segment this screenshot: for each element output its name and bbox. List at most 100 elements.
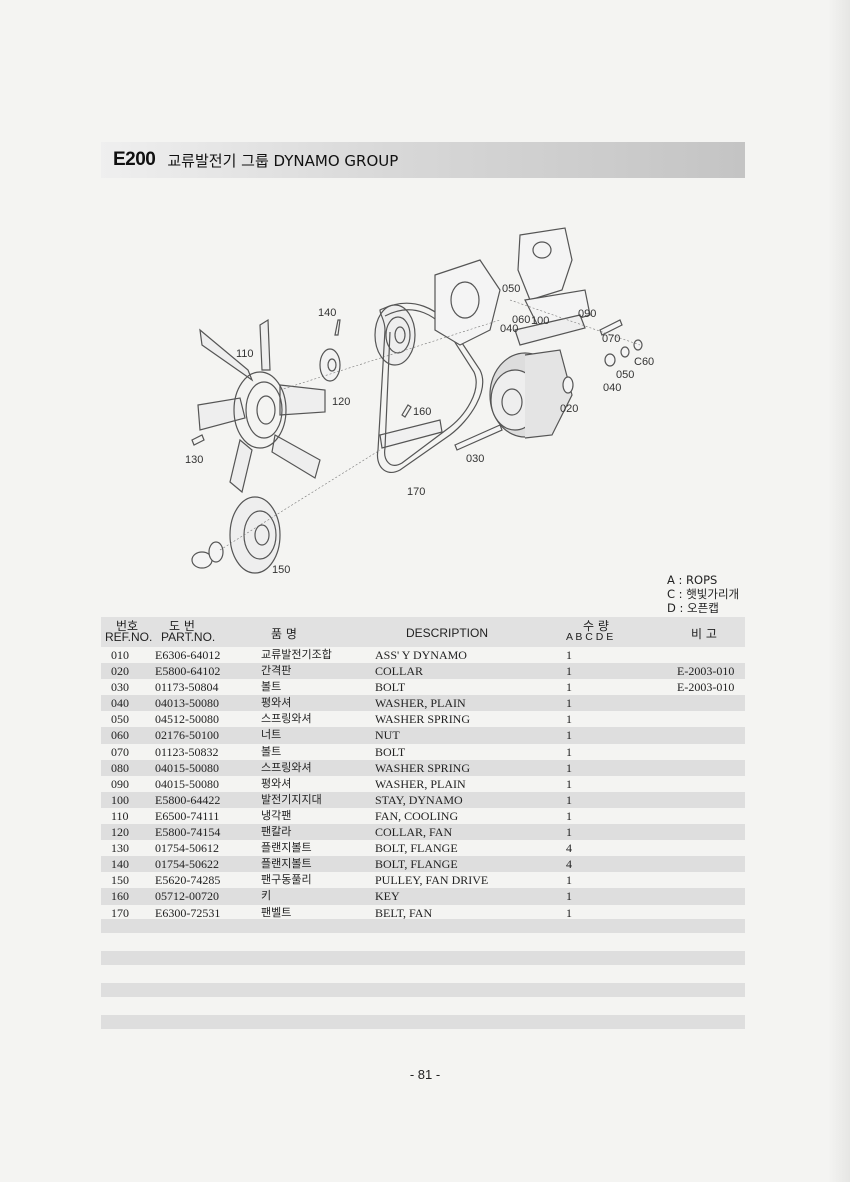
table-row: 100 E5800-64422 발전기지지대 STAY, DYNAMO 1 bbox=[101, 791, 745, 808]
korean-name-cell: 볼트 bbox=[261, 744, 282, 758]
quantity-cell: 1 bbox=[566, 873, 572, 888]
korean-name-cell: 교류발전기조합 bbox=[261, 648, 332, 661]
blank-row bbox=[101, 1015, 745, 1029]
callout-050: 050 bbox=[502, 283, 520, 295]
callout-040b: 040 bbox=[603, 382, 621, 394]
callout-c60: C60 bbox=[634, 356, 654, 368]
callout-090: 090 bbox=[578, 308, 596, 320]
ref-no-cell: 100 bbox=[111, 792, 129, 807]
callout-020: 020 bbox=[560, 403, 578, 415]
callout-030: 030 bbox=[466, 453, 484, 465]
ref-no-cell: 030 bbox=[111, 680, 129, 695]
korean-name-cell: 키 bbox=[261, 889, 272, 903]
description-cell: BOLT, FLANGE bbox=[375, 841, 458, 856]
korean-name-cell: 팬구동풀리 bbox=[261, 873, 312, 887]
page-edge bbox=[828, 0, 850, 1182]
quantity-cell: 1 bbox=[566, 696, 572, 711]
quantity-cell: 1 bbox=[566, 712, 572, 727]
header-qty-kr: 수 량 bbox=[583, 619, 609, 633]
quantity-cell: 1 bbox=[566, 744, 572, 759]
description-cell: COLLAR bbox=[375, 664, 423, 679]
quantity-cell: 1 bbox=[566, 664, 572, 679]
description-cell: ASS' Y DYNAMO bbox=[375, 648, 467, 662]
callout-050b: 050 bbox=[616, 369, 634, 381]
table-header: 번호 REF.NO. 도 번 PART.NO. 품 명 DESCRIPTION … bbox=[101, 617, 745, 647]
korean-name-cell: 냉각팬 bbox=[261, 808, 292, 822]
header-remarks: 비 고 bbox=[691, 627, 717, 641]
callout-110: 110 bbox=[236, 348, 254, 360]
description-cell: WASHER SPRING bbox=[375, 712, 471, 727]
part-no-cell: 01754-50622 bbox=[155, 857, 219, 872]
callout-130: 130 bbox=[185, 454, 203, 466]
part-no-cell: E6306-64012 bbox=[155, 648, 221, 662]
ref-no-cell: 090 bbox=[111, 776, 129, 791]
header-ref-kr: 번호 bbox=[116, 619, 139, 633]
ref-no-cell: 050 bbox=[111, 712, 129, 727]
section-code: E200 bbox=[113, 149, 156, 170]
part-no-cell: E5620-74285 bbox=[155, 873, 221, 888]
quantity-cell: 4 bbox=[566, 857, 572, 872]
description-cell: BOLT, FLANGE bbox=[375, 857, 458, 872]
quantity-cell: 1 bbox=[566, 825, 572, 840]
part-no-cell: 01173-50804 bbox=[155, 680, 219, 695]
quantity-cell: 1 bbox=[566, 792, 572, 807]
description-cell: WASHER, PLAIN bbox=[375, 776, 466, 791]
description-cell: BOLT bbox=[375, 744, 406, 759]
description-cell: PULLEY, FAN DRIVE bbox=[375, 873, 489, 888]
part-no-cell: E5800-74154 bbox=[155, 825, 221, 840]
header-qty-cols: A B C D E bbox=[566, 631, 614, 643]
quantity-cell: 1 bbox=[566, 760, 572, 775]
legend-item: A : ROPS bbox=[667, 573, 718, 587]
page-number: - 81 - bbox=[409, 1067, 441, 1082]
ref-no-cell: 130 bbox=[111, 841, 129, 856]
callout-120: 120 bbox=[332, 396, 350, 408]
header-part-kr: 도 번 bbox=[169, 619, 195, 633]
part-no-cell: 04512-50080 bbox=[155, 712, 219, 727]
description-cell: BOLT bbox=[375, 680, 406, 695]
ref-no-cell: 010 bbox=[111, 648, 129, 662]
blank-row bbox=[101, 951, 745, 965]
part-no-cell: 04015-50080 bbox=[155, 760, 219, 775]
header-name-kr: 품 명 bbox=[271, 627, 297, 641]
ref-no-cell: 140 bbox=[111, 857, 129, 872]
blank-row bbox=[101, 983, 745, 997]
description-cell: NUT bbox=[375, 728, 400, 743]
korean-name-cell: 플랜지볼트 bbox=[261, 857, 312, 871]
korean-name-cell: 스프링와셔 bbox=[261, 760, 312, 774]
korean-name-cell: 간격판 bbox=[261, 664, 292, 678]
callout-070: 070 bbox=[602, 333, 620, 345]
description-cell: WASHER SPRING bbox=[375, 760, 471, 775]
header-ref-en: REF.NO. bbox=[105, 630, 153, 644]
part-no-cell: E6500-74111 bbox=[155, 808, 220, 823]
section-header: E200 교류발전기 그룹 DYNAMO GROUP bbox=[101, 142, 745, 178]
part-no-cell: 02176-50100 bbox=[155, 728, 219, 743]
quantity-cell: 1 bbox=[566, 808, 572, 823]
ref-no-cell: 170 bbox=[111, 905, 129, 920]
callout-060: 060 bbox=[512, 314, 530, 326]
part-no-cell: 04015-50080 bbox=[155, 776, 219, 791]
korean-name-cell: 발전기지지대 bbox=[261, 792, 322, 806]
ref-no-cell: 060 bbox=[111, 728, 129, 743]
ref-no-cell: 070 bbox=[111, 744, 129, 759]
remarks-cell: E-2003-010 bbox=[677, 664, 735, 679]
part-no-cell: E5800-64422 bbox=[155, 792, 221, 807]
part-no-cell: 05712-00720 bbox=[155, 889, 219, 904]
ref-no-cell: 110 bbox=[111, 808, 129, 823]
korean-name-cell: 팬벨트 bbox=[261, 905, 292, 919]
description-cell: BELT, FAN bbox=[375, 905, 433, 920]
korean-name-cell: 플랜지볼트 bbox=[261, 841, 312, 855]
ref-no-cell: 020 bbox=[111, 664, 129, 679]
cooling-fan-drawing bbox=[197, 318, 326, 494]
quantity-cell: 1 bbox=[566, 776, 572, 791]
description-cell: STAY, DYNAMO bbox=[375, 792, 463, 807]
part-no-cell: 01754-50612 bbox=[155, 841, 219, 856]
description-cell: COLLAR, FAN bbox=[375, 825, 453, 840]
